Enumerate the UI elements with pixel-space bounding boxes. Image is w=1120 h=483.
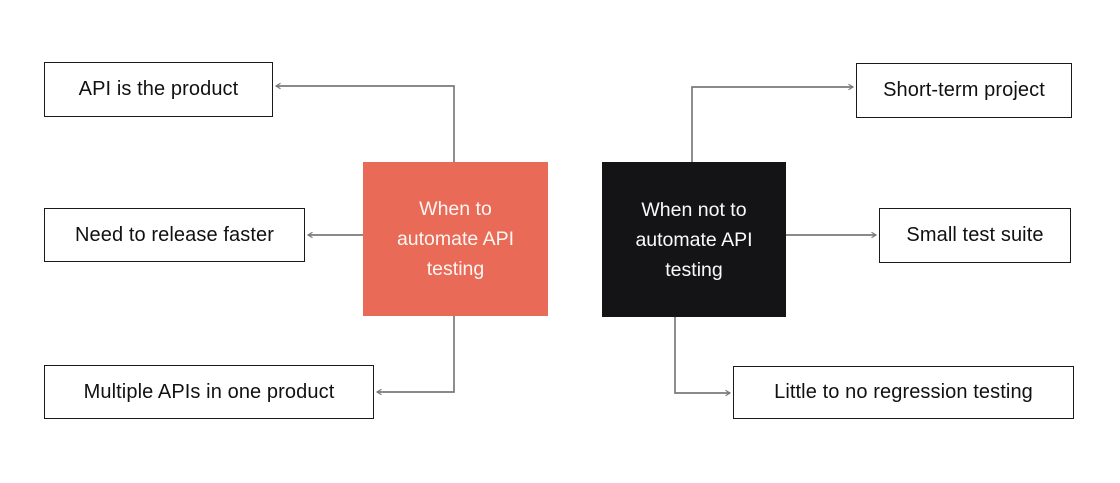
reason-box-need-to-release-faster: Need to release faster [44, 208, 305, 262]
reason-box-api-is-the-product: API is the product [44, 62, 273, 117]
reason-box-small-test-suite: Small test suite [879, 208, 1071, 263]
reason-box-short-term-project: Short-term project [856, 63, 1072, 118]
connector-when-not-to-short-term [691, 83, 855, 162]
reason-box-little-to-no-regression-testing: Little to no regression testing [733, 366, 1074, 419]
node-when-not-to-automate: When not to automate API testing [602, 162, 786, 317]
connector-when-to-multiple-apis [375, 316, 455, 396]
connector-when-not-to-little-regression [674, 317, 732, 397]
node-when-to-automate: When to automate API testing [363, 162, 548, 316]
connector-when-to-api-product [274, 82, 455, 162]
reason-box-multiple-apis-in-one-product: Multiple APIs in one product [44, 365, 374, 419]
